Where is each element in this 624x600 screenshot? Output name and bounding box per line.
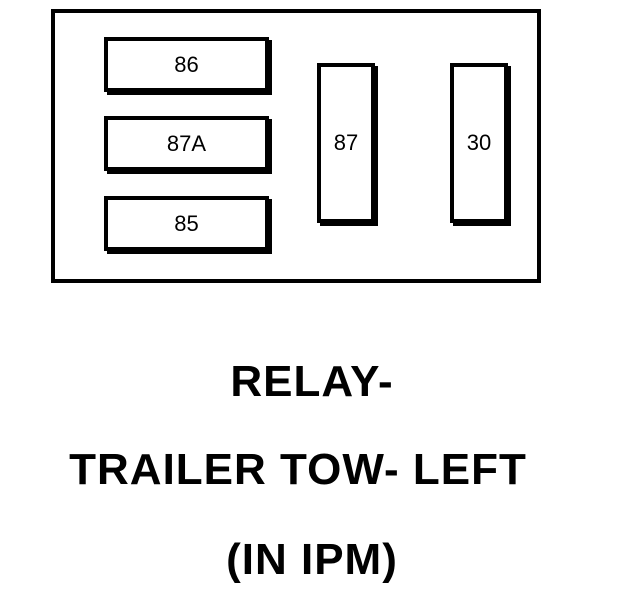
caption-line-1: RELAY- (230, 357, 394, 406)
terminal-86: 86 (104, 37, 269, 92)
terminal-87: 87 (317, 63, 375, 223)
terminal-85: 85 (104, 196, 269, 251)
caption-line-3: (IN IPM) (226, 535, 398, 584)
terminal-30: 30 (450, 63, 508, 223)
terminal-85-label: 85 (174, 210, 199, 236)
terminal-87a: 87A (104, 116, 269, 171)
relay-housing (51, 9, 541, 283)
terminal-86-label: 86 (174, 51, 199, 77)
terminal-30-label: 30 (466, 130, 492, 155)
terminal-87-label: 87 (333, 130, 359, 155)
terminal-87a-label: 87A (166, 130, 207, 156)
caption-line-2: TRAILER TOW- LEFT (69, 445, 527, 494)
